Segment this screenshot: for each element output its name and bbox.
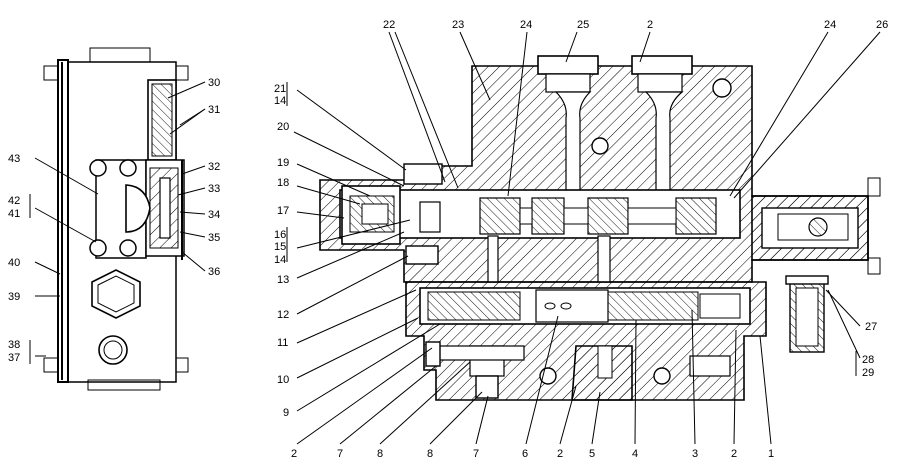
label-9: 9 <box>283 407 289 419</box>
label-top-22: 22 <box>383 19 395 31</box>
label-bottom-3: 3 <box>692 448 698 460</box>
label-18: 18 <box>277 177 289 189</box>
label-bottom-8b: 8 <box>427 448 433 460</box>
label-12: 12 <box>277 309 289 321</box>
label-13: 13 <box>277 274 289 286</box>
label-bottom-1: 1 <box>768 448 774 460</box>
label-top-26: 26 <box>876 19 888 31</box>
label-35: 35 <box>208 232 220 244</box>
label-31: 31 <box>208 104 220 116</box>
label-37: 37 <box>8 352 20 364</box>
label-39: 39 <box>8 291 20 303</box>
label-30: 30 <box>208 77 220 89</box>
label-16: 16 <box>274 229 286 241</box>
label-38: 38 <box>8 339 20 351</box>
label-17: 17 <box>277 205 289 217</box>
label-36: 36 <box>208 266 220 278</box>
label-34: 34 <box>208 209 220 221</box>
side-view <box>43 47 189 391</box>
label-top-25: 25 <box>577 19 589 31</box>
label-bottom-2c: 2 <box>731 448 737 460</box>
label-bottom-7a: 7 <box>337 448 343 460</box>
label-bottom-5: 5 <box>589 448 595 460</box>
main-section-leaders <box>286 31 881 445</box>
label-top-2: 2 <box>647 19 653 31</box>
label-top-24b: 24 <box>824 19 836 31</box>
label-27: 27 <box>865 321 877 333</box>
label-11: 11 <box>277 337 288 349</box>
label-bottom-6: 6 <box>522 448 528 460</box>
label-10: 10 <box>277 374 289 386</box>
side-view-leaders <box>29 81 206 364</box>
label-15: 15 <box>274 241 286 253</box>
label-41: 41 <box>8 208 20 220</box>
label-20: 20 <box>277 121 289 133</box>
label-top-24: 24 <box>520 19 532 31</box>
label-21: 21 <box>274 83 286 95</box>
label-14a: 14 <box>274 95 286 107</box>
label-bottom-2a: 2 <box>291 448 297 460</box>
label-40: 40 <box>8 257 20 269</box>
label-29: 29 <box>862 367 874 379</box>
label-top-23: 23 <box>452 19 464 31</box>
label-42: 42 <box>8 195 20 207</box>
label-bottom-4: 4 <box>632 448 638 460</box>
label-33: 33 <box>208 183 220 195</box>
label-28: 28 <box>862 354 874 366</box>
main-section <box>319 55 881 401</box>
label-14b: 14 <box>274 254 286 266</box>
part-number-labels: 30 31 32 33 34 35 36 43 42 41 40 39 38 3… <box>8 19 888 460</box>
label-19: 19 <box>277 157 289 169</box>
label-43: 43 <box>8 153 20 165</box>
label-bottom-2b: 2 <box>557 448 563 460</box>
label-bottom-7b: 7 <box>473 448 479 460</box>
label-32: 32 <box>208 161 220 173</box>
label-bottom-8a: 8 <box>377 448 383 460</box>
